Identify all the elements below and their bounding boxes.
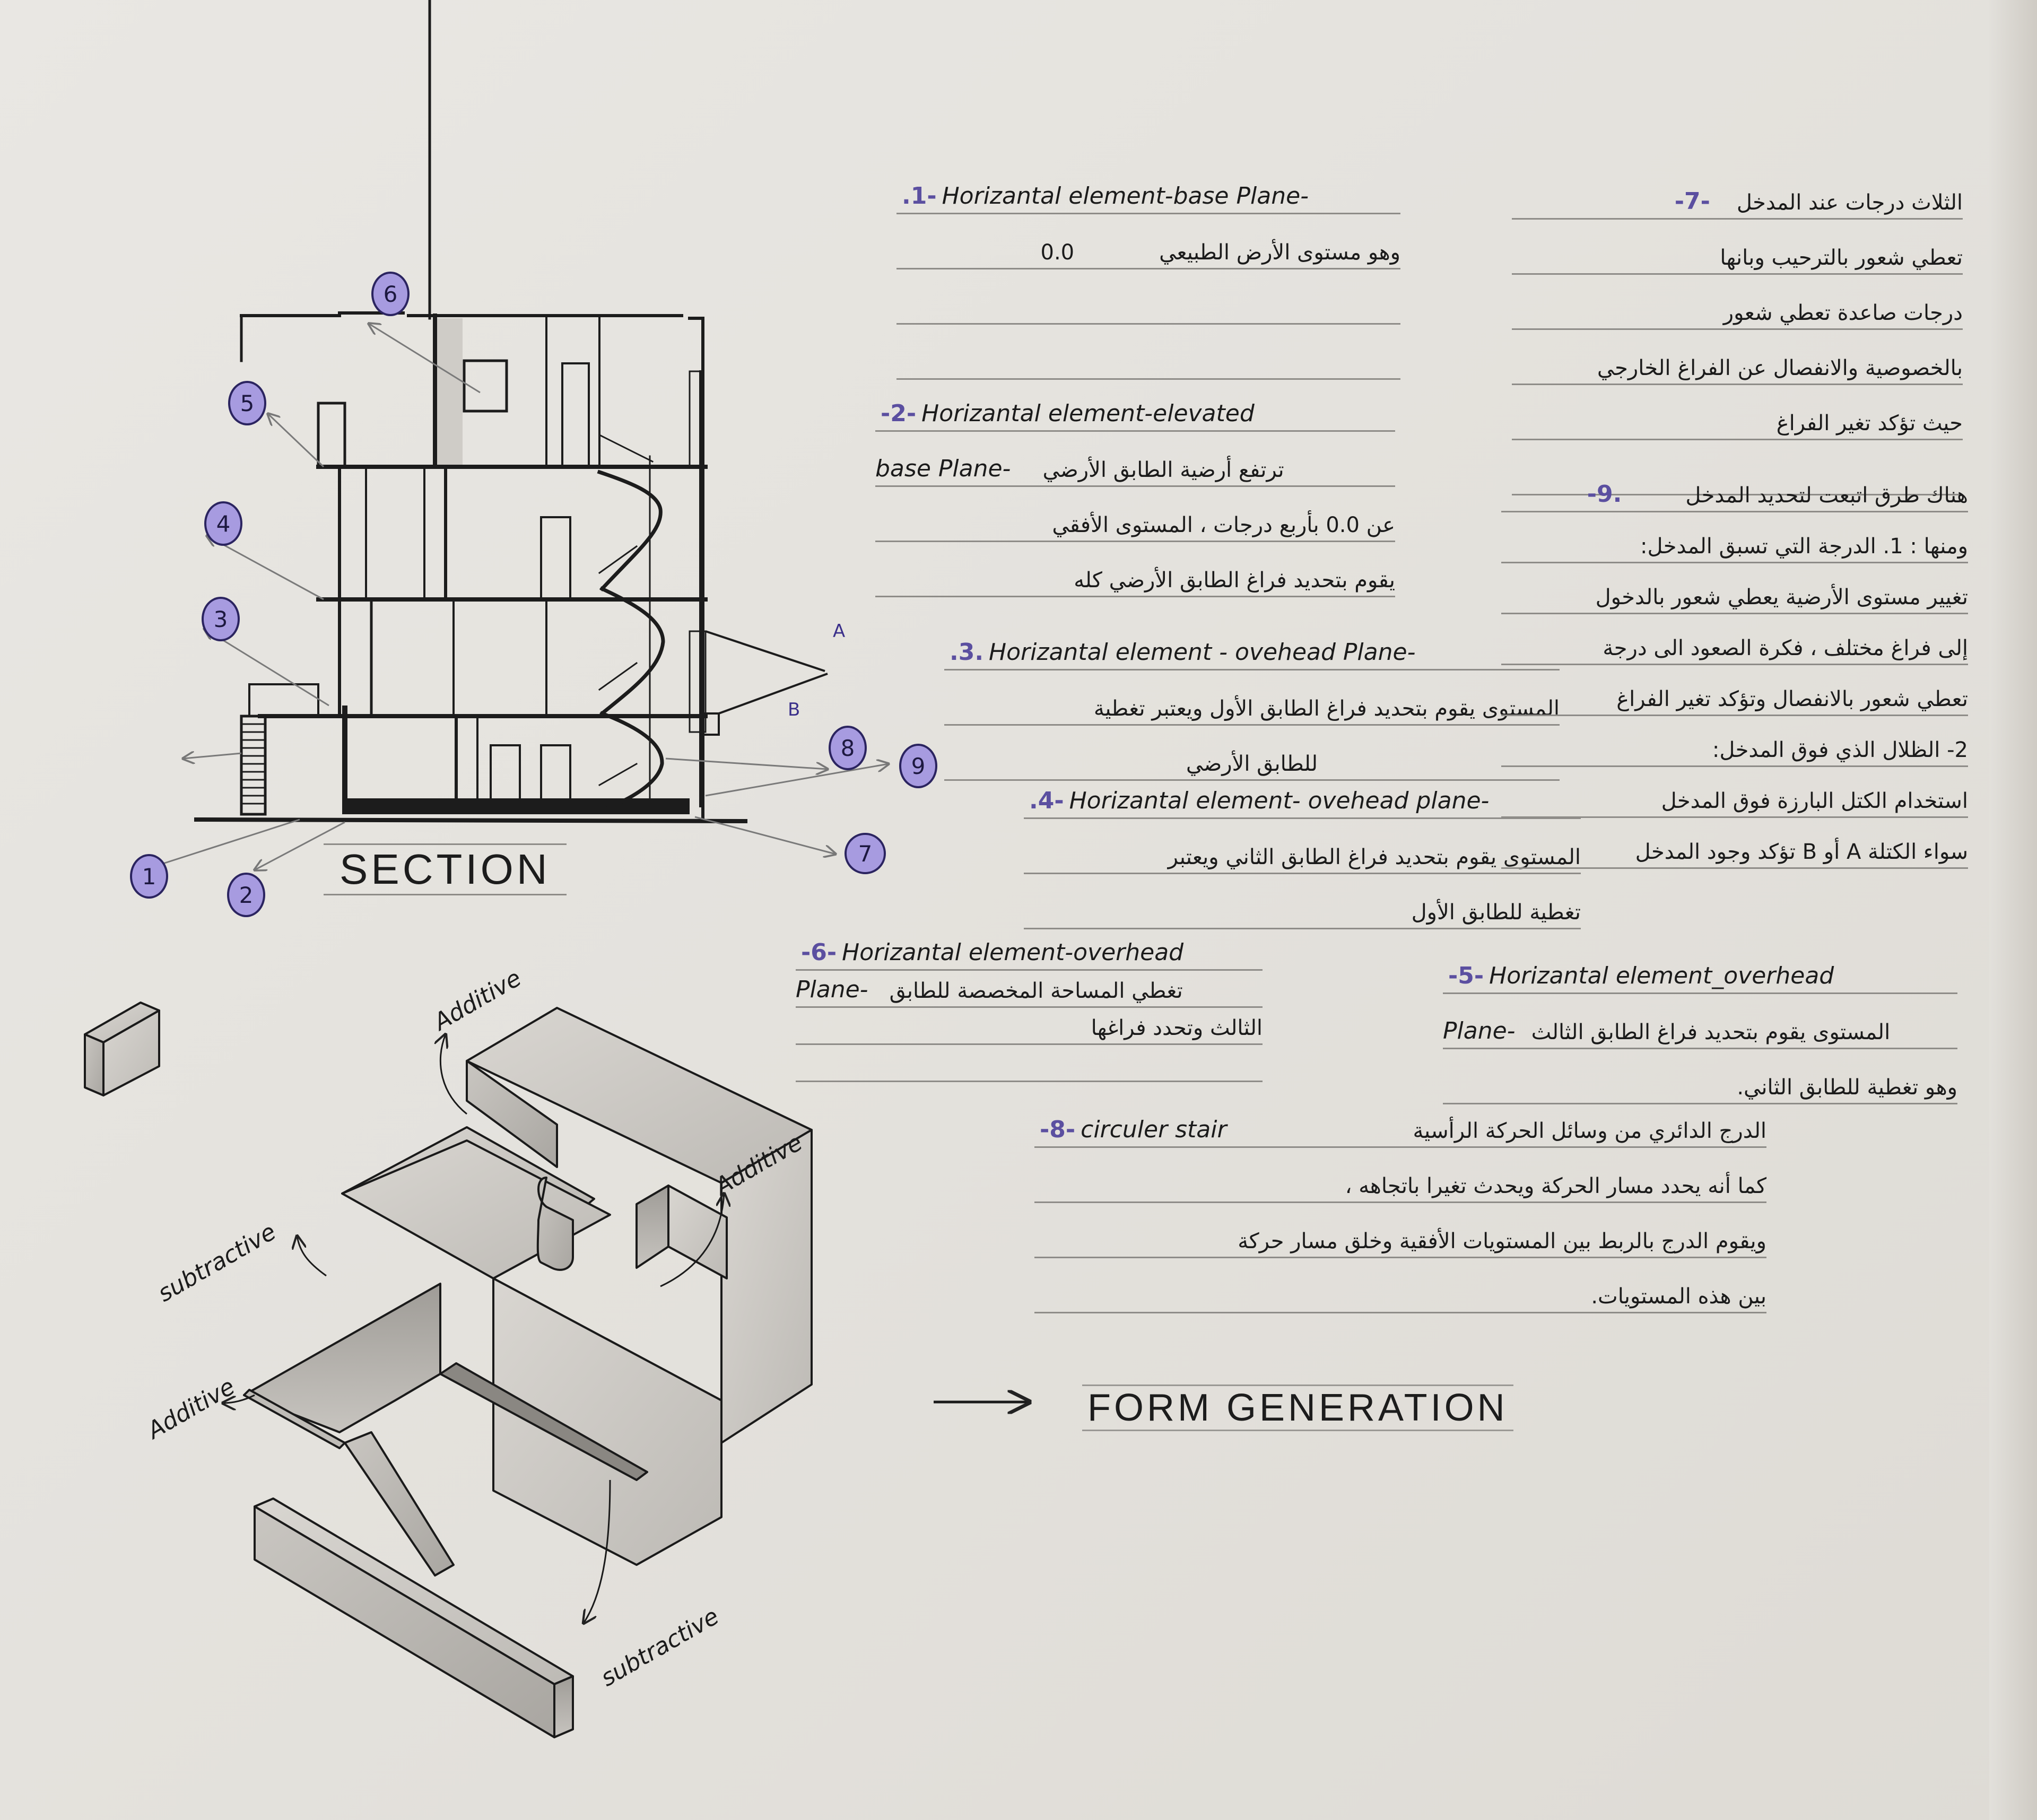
note-title: Horizantal element-base Plane-: [942, 182, 1309, 210]
note-text: هناك طرق اتبعت لتحديد المدخل: [1685, 483, 1968, 508]
note-number: -5-: [1448, 962, 1484, 989]
note-text: إلى فراغ مختلف ، فكرة الصعود الى درجة: [1603, 636, 1968, 660]
note-title: Horizantal element - ovehead Plane-: [989, 639, 1416, 666]
marker-6: 6: [371, 272, 410, 316]
note-text: المستوى يقوم بتحديد فراغ الطابق الأول وي…: [1093, 696, 1560, 721]
marker-3: 3: [202, 597, 240, 641]
note-1: .1-Horizantal element-base Plane- وهو مس…: [896, 159, 1400, 380]
note-text: تعطي شعور بالانفصال وتؤكد تغير الفراغ: [1616, 687, 1968, 711]
note-text: وهو تغطية للطابق الثاني.: [1737, 1075, 1957, 1100]
note-4: .4-Horizantal element- ovehead plane- ال…: [1024, 764, 1581, 929]
note-number: .1-: [902, 182, 937, 210]
mass-a-label: A: [833, 621, 846, 642]
note-text: ومنها : 1. الدرجة التي تسبق المدخل:: [1640, 534, 1968, 559]
note-title: Horizantal element-elevated: [921, 400, 1255, 427]
note-8: -8-circuler stair الدرج الدائري من وسائل …: [1034, 1093, 1766, 1313]
marker-8: 8: [829, 726, 867, 770]
isometric-form-drawing: [84, 1002, 813, 1738]
note-number: -7-: [1674, 188, 1710, 215]
note-text: كما أنه يحدد مسار الحركة ويحدث تغيرا بات…: [1345, 1174, 1766, 1198]
note-number: -6-: [801, 939, 837, 966]
note-text: ترتفع أرضية الطابق الأرضي: [1042, 458, 1284, 482]
marker-9: 9: [899, 744, 937, 788]
form-annotation-arrows: [223, 1034, 724, 1623]
note-title: Horizantal element- ovehead plane-: [1069, 787, 1490, 814]
note-title-cont: Plane-: [796, 976, 868, 1003]
note-6: -6-Horizantal element-overhead Plane- تغط…: [796, 934, 1263, 1082]
note-title-cont: base Plane-: [875, 455, 1011, 482]
note-number: .9-: [1587, 481, 1622, 508]
note-level-value: 0.0: [1040, 240, 1075, 265]
note-text: ويقوم الدرج بالربط بين المستويات الأفقية…: [1238, 1229, 1766, 1253]
marker-1: 1: [130, 854, 168, 899]
marker-2: 2: [227, 873, 265, 917]
note-title: circuler stair: [1081, 1116, 1227, 1143]
note-title-cont: Plane-: [1443, 1017, 1516, 1044]
note-text: للطابق الأرضي: [1186, 752, 1318, 776]
marker-7: 7: [845, 833, 886, 874]
section-title: SECTION: [324, 843, 567, 895]
mass-b-label: B: [788, 699, 800, 720]
note-number: -8-: [1040, 1116, 1076, 1143]
note-9: هناك طرق اتبعت لتحديد المدخل .9- ومنها : …: [1501, 461, 1968, 869]
note-text: الثالث وتحدد فراغها: [1091, 1016, 1263, 1040]
note-text: حيث تؤكد تغير الفراغ: [1776, 411, 1963, 436]
note-7: الثلاث درجات عند المدخل -7- تعطي شعور بال…: [1512, 164, 1963, 495]
marker-4: 4: [204, 501, 242, 546]
note-text: تعطي شعور بالترحيب وبانها: [1720, 246, 1963, 270]
note-text: 2- الظلال الذي فوق المدخل:: [1712, 738, 1968, 762]
note-text: استخدام الكتل البارزة فوق المدخل: [1661, 789, 1968, 813]
note-text: يقوم بتحديد فراغ الطابق الأرضي كله: [1074, 568, 1395, 593]
note-number: -2-: [881, 400, 917, 427]
note-number: .4-: [1029, 787, 1064, 814]
note-text: عن 0.0 بأربع درجات ، المستوى الأفقي: [1052, 513, 1395, 537]
note-text: تغيير مستوى الأرضية يعطي شعور بالدخول: [1595, 585, 1968, 609]
sheet-edge-shadow: [1989, 0, 2037, 1820]
note-text: تغطية للطابق الأول: [1411, 900, 1581, 925]
note-text: المستوى يقوم بتحديد فراغ الطابق الثاني و…: [1168, 845, 1581, 869]
note-title: Horizantal element-overhead: [842, 939, 1184, 966]
note-2: -2-Horizantal element-elevated base Plan…: [875, 377, 1395, 597]
note-text: بالخصوصية والانفصال عن الفراغ الخارجي: [1597, 356, 1963, 380]
note-text: المستوى يقوم بتحديد فراغ الطابق الثالث: [1531, 1020, 1891, 1044]
note-title: Horizantal element_overhead: [1489, 962, 1834, 989]
note-number: .3.: [950, 639, 984, 666]
note-text: تغطي المساحة المخصصة للطابق: [889, 979, 1183, 1003]
note-text: الدرج الدائري من وسائل الحركة الرأسية: [1413, 1119, 1766, 1143]
note-text: وهو مستوى الأرض الطبيعي: [1159, 240, 1400, 265]
form-generation-title: FORM GENERATION: [1082, 1384, 1513, 1431]
note-3: .3.Horizantal element - ovehead Plane- ا…: [944, 615, 1560, 781]
note-text: درجات صاعدة تعطي شعور: [1723, 301, 1963, 325]
note-text: بين هذه المستويات.: [1591, 1284, 1766, 1309]
note-text: الثلاث درجات عند المدخل: [1736, 190, 1963, 215]
note-text: سواء الكتلة A أو B تؤكد وجود المدخل: [1635, 840, 1968, 864]
note-5: -5-Horizantal element_overhead Plane- الم…: [1443, 939, 1957, 1104]
section-drawing: [194, 0, 748, 824]
section-leader-lines: [143, 324, 889, 870]
marker-5: 5: [228, 381, 266, 425]
